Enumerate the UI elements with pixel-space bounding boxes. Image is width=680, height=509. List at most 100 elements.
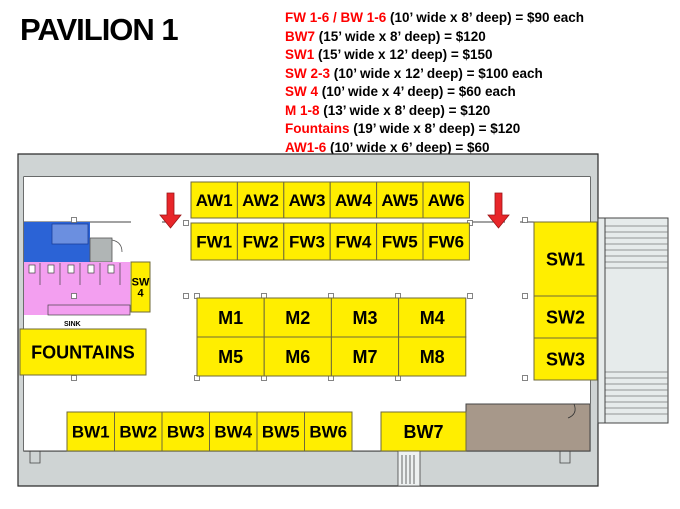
booth-aw3[interactable]: AW3 — [283, 181, 331, 219]
booth-fw5[interactable]: FW5 — [376, 222, 424, 261]
booth-rect[interactable] — [114, 411, 163, 452]
booth-label: FW3 — [289, 233, 325, 252]
restroom-door — [111, 239, 123, 253]
booth-rect[interactable] — [283, 222, 331, 261]
booth-label: SW — [132, 276, 150, 288]
booth-label: AW5 — [381, 191, 418, 210]
booth-rect[interactable] — [398, 336, 467, 377]
booth-rect[interactable] — [196, 336, 265, 377]
booth-label: FW5 — [382, 233, 418, 252]
booth-label: M5 — [218, 347, 243, 367]
booth-rect[interactable] — [263, 336, 332, 377]
booth-rect[interactable] — [422, 181, 470, 219]
booth-label: 4 — [137, 287, 144, 299]
booth-sw4[interactable]: SW4 — [130, 261, 151, 313]
column-posts — [71, 217, 528, 381]
booth-fw1[interactable]: FW1 — [190, 222, 238, 261]
booth-label: FW6 — [428, 233, 464, 252]
price-label: FW 1-6 / BW 1-6 — [285, 10, 387, 25]
booth-rect[interactable] — [398, 297, 467, 338]
booth-aw4[interactable]: AW4 — [329, 181, 378, 219]
price-line: FW 1-6 / BW 1-6 (10’ wide x 8’ deep) = $… — [285, 9, 584, 28]
booth-label: BW7 — [404, 422, 444, 442]
booth-sw1[interactable]: SW1 — [533, 221, 598, 297]
booth-rect[interactable] — [380, 411, 467, 452]
price-label: Fountains — [285, 121, 350, 136]
booth-label: BW5 — [262, 423, 300, 442]
booth-rect[interactable] — [283, 181, 331, 219]
booth-rect[interactable] — [209, 411, 258, 452]
booth-rect[interactable] — [533, 295, 598, 339]
booth-label: M6 — [285, 347, 310, 367]
booth-label: AW2 — [242, 191, 279, 210]
booth-bw1[interactable]: BW1 — [66, 411, 115, 452]
price-detail: (10’ wide x 8’ deep) = $90 each — [390, 10, 585, 25]
booth-aw2[interactable]: AW2 — [236, 181, 285, 219]
right-stairs — [597, 217, 669, 424]
booth-fw6[interactable]: FW6 — [422, 222, 470, 261]
booth-sw3[interactable]: SW3 — [533, 337, 598, 381]
booth-bw7[interactable]: BW7 — [380, 411, 467, 452]
page-title: PAVILION 1 — [20, 12, 179, 47]
booth-aw1[interactable]: AW1 — [190, 181, 238, 219]
booth-bw6[interactable]: BW6 — [304, 411, 353, 452]
booth-rect[interactable] — [533, 221, 598, 297]
booth-rect[interactable] — [330, 297, 400, 338]
price-label: M 1-8 — [285, 102, 320, 118]
booth-rect[interactable] — [263, 297, 332, 338]
booth-m2[interactable]: M2 — [263, 297, 332, 338]
booth-bw4[interactable]: BW4 — [209, 411, 258, 452]
booth-rect[interactable] — [533, 337, 598, 381]
booth-label: BW1 — [72, 423, 110, 442]
storage-area — [465, 403, 591, 452]
sink-counter — [47, 304, 131, 316]
storage-door — [567, 403, 576, 419]
price-label: AW1-6 — [285, 139, 327, 155]
booth-fountains[interactable]: FOUNTAINS — [19, 328, 147, 376]
booth-m5[interactable]: M5 — [196, 336, 265, 377]
price-detail: (10’ wide x 12’ deep) = $100 each — [333, 65, 543, 81]
booth-rect[interactable] — [329, 222, 378, 261]
booth-aw6[interactable]: AW6 — [422, 181, 470, 219]
bottom-doors — [29, 451, 571, 464]
booth-rect[interactable] — [330, 336, 400, 377]
booth-label: AW3 — [289, 191, 326, 210]
booth-m4[interactable]: M4 — [398, 297, 467, 338]
booth-sw2[interactable]: SW2 — [533, 295, 598, 339]
price-label: BW7 — [285, 28, 315, 44]
booth-rect[interactable] — [130, 261, 151, 313]
column-post — [522, 375, 528, 381]
booth-rect[interactable] — [422, 222, 470, 261]
column-post — [183, 293, 189, 299]
booth-label: M2 — [285, 308, 310, 328]
booth-label: M4 — [420, 308, 445, 328]
booth-m3[interactable]: M3 — [330, 297, 400, 338]
booth-rect[interactable] — [19, 328, 147, 376]
booth-aw5[interactable]: AW5 — [376, 181, 424, 219]
booth-label: M7 — [352, 347, 377, 367]
booth-label: SW3 — [546, 349, 585, 369]
price-detail: (15’ wide x 12’ deep) = $150 — [318, 47, 493, 62]
restroom-fixture — [51, 223, 89, 245]
booth-m1[interactable]: M1 — [196, 297, 265, 338]
booth-fw2[interactable]: FW2 — [236, 222, 285, 261]
booth-bw2[interactable]: BW2 — [114, 411, 163, 452]
bottom-stairs — [397, 450, 421, 487]
price-detail: (19’ wide x 8’ deep) = $120 — [353, 121, 521, 136]
booth-fw3[interactable]: FW3 — [283, 222, 331, 261]
booth-label: FOUNTAINS — [31, 342, 135, 362]
booth-bw5[interactable]: BW5 — [256, 411, 305, 452]
booth-m8[interactable]: M8 — [398, 336, 467, 377]
booth-rect[interactable] — [190, 222, 238, 261]
booth-fw4[interactable]: FW4 — [329, 222, 378, 261]
booth-rect[interactable] — [304, 411, 353, 452]
booth-label: SW1 — [546, 249, 585, 269]
booth-rect[interactable] — [329, 181, 378, 219]
booth-m7[interactable]: M7 — [330, 336, 400, 377]
booth-rect[interactable] — [161, 411, 210, 452]
booth-bw3[interactable]: BW3 — [161, 411, 210, 452]
booth-m6[interactable]: M6 — [263, 336, 332, 377]
booth-rect[interactable] — [66, 411, 115, 452]
